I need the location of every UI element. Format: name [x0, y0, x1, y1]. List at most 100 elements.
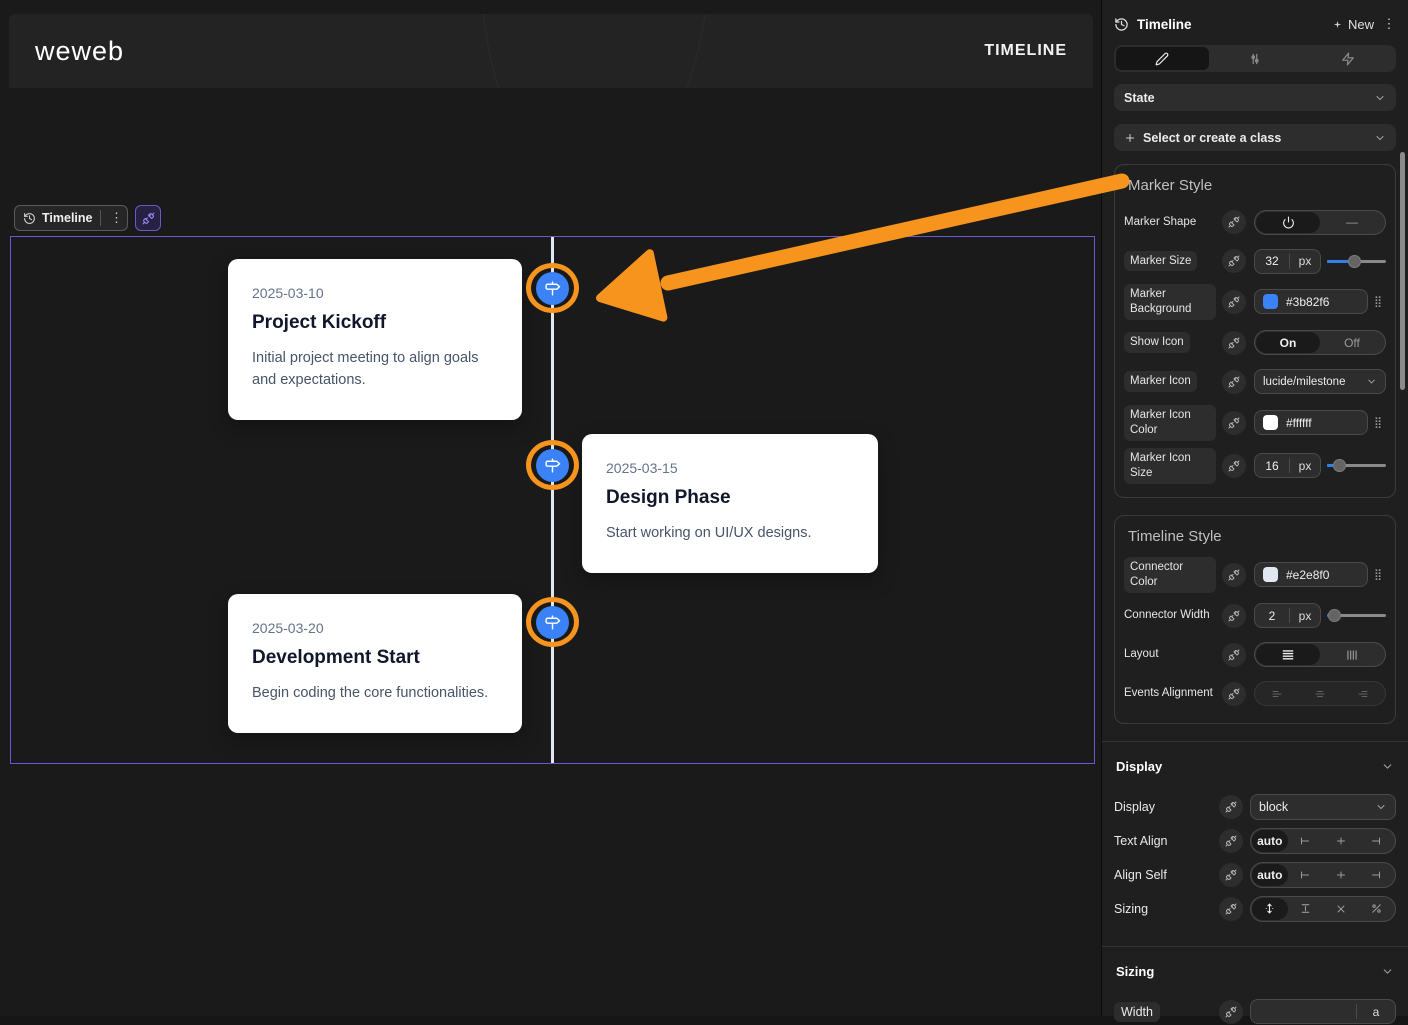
shape-line-option: —: [1346, 215, 1358, 229]
align-left-option: [1256, 683, 1299, 704]
page-title: TIMELINE: [984, 42, 1067, 59]
class-select[interactable]: Select or create a class: [1114, 124, 1396, 151]
weweb-logo: weweb: [35, 35, 125, 66]
bind-button[interactable]: [1222, 603, 1246, 628]
plus-icon: [1124, 132, 1136, 144]
bind-button[interactable]: [1222, 289, 1246, 314]
new-state-button[interactable]: New: [1332, 17, 1374, 32]
panel-scrollbar[interactable]: [1400, 152, 1405, 390]
timeline-connector-line: [551, 237, 554, 763]
align-self-center: [1323, 864, 1359, 886]
marker-shape-toggle[interactable]: —: [1254, 209, 1386, 235]
bind-button[interactable]: [1222, 369, 1246, 394]
text-align-toggle[interactable]: auto: [1250, 827, 1396, 854]
marker-style-heading: Marker Style: [1128, 177, 1213, 194]
event-date: 2025-03-10: [252, 285, 324, 301]
show-icon-off: Off: [1344, 335, 1360, 350]
layout-toggle[interactable]: [1254, 642, 1386, 667]
text-align-right: [1359, 830, 1395, 852]
marker-background-color[interactable]: #3b82f6: [1254, 289, 1368, 315]
history-icon: [23, 212, 36, 225]
bind-button[interactable]: [1219, 862, 1243, 887]
selected-element-label: Timeline: [42, 211, 93, 225]
drag-handle-icon[interactable]: ⣿: [1374, 569, 1382, 582]
shape-circle-option: [1256, 211, 1320, 233]
bind-button[interactable]: [1219, 896, 1243, 921]
bind-button[interactable]: [1219, 828, 1243, 853]
timeline-style-group: Timeline Style Connector Color #e2e8f0 ⣿…: [1114, 514, 1396, 724]
align-right-option: [1341, 683, 1384, 704]
show-icon-on: On: [1256, 332, 1320, 354]
sizing-auto-option: [1252, 897, 1288, 920]
marker-size-slider[interactable]: [1327, 254, 1386, 268]
marker-icon-dropdown[interactable]: lucide/milestone: [1254, 369, 1386, 395]
drag-handle-icon[interactable]: ⣿: [1374, 296, 1382, 309]
connector-color-row: Connector Color #e2e8f0 ⣿: [1124, 556, 1386, 593]
annotation-ring: [526, 440, 579, 490]
align-self-toggle[interactable]: auto: [1250, 861, 1396, 888]
sparkle-icon: [1332, 19, 1343, 30]
bind-button[interactable]: [1219, 999, 1243, 1024]
sizing-row: Sizing: [1114, 895, 1396, 922]
bind-button[interactable]: [1222, 330, 1246, 355]
display-section-header[interactable]: Display: [1116, 759, 1394, 774]
layout-vertical-option: [1256, 644, 1320, 665]
bind-button[interactable]: [1222, 681, 1246, 706]
text-align-center: [1323, 830, 1359, 852]
sizing-section-header[interactable]: Sizing: [1116, 964, 1394, 979]
selected-element-badge[interactable]: Timeline ⋮: [14, 205, 129, 231]
text-align-row: Text Align auto: [1114, 827, 1396, 854]
state-select[interactable]: State: [1114, 84, 1396, 111]
display-dropdown[interactable]: block: [1250, 793, 1396, 820]
site-header: weweb TIMELINE: [9, 14, 1093, 88]
marker-style-group: Marker Style Marker Shape — Marker Size …: [1114, 164, 1396, 498]
connector-color[interactable]: #e2e8f0: [1254, 562, 1368, 588]
events-alignment-toggle[interactable]: [1254, 681, 1386, 706]
tab-style[interactable]: [1116, 47, 1209, 70]
bind-button[interactable]: [1222, 410, 1246, 435]
tab-actions[interactable]: [1301, 47, 1394, 70]
event-title: Development Start: [252, 647, 420, 668]
sizing-toggle[interactable]: [1250, 895, 1396, 922]
panel-header: Timeline New ⋮: [1114, 12, 1396, 36]
marker-icon-size-slider[interactable]: [1327, 459, 1386, 473]
drag-handle-icon[interactable]: ⣿: [1374, 417, 1382, 430]
event-description: Start working on UI/UX designs.: [606, 525, 812, 541]
layout-horizontal-option: [1320, 644, 1384, 665]
bind-element-button[interactable]: [135, 205, 162, 231]
sizing-percent-option: [1359, 898, 1395, 920]
panel-kebab-icon[interactable]: ⋮: [1382, 16, 1396, 31]
panel-tabs: [1114, 45, 1396, 72]
bind-button[interactable]: [1219, 794, 1243, 819]
layout-row: Layout: [1124, 639, 1386, 671]
selection-toolbar: Timeline ⋮: [14, 205, 162, 231]
marker-icon-color[interactable]: #ffffff: [1254, 410, 1368, 436]
show-icon-toggle[interactable]: On Off: [1254, 330, 1386, 356]
chevron-down-icon: [1374, 132, 1386, 144]
event-title: Project Kickoff: [252, 312, 387, 333]
marker-shape-row: Marker Shape —: [1124, 206, 1386, 238]
properties-panel: Timeline New ⋮ State Select or create a …: [1101, 0, 1408, 1024]
chevron-down-icon: [1375, 801, 1387, 813]
tab-settings[interactable]: [1209, 47, 1302, 70]
timeline-style-heading: Timeline Style: [1128, 527, 1222, 545]
bind-button[interactable]: [1222, 642, 1246, 667]
kebab-menu-icon[interactable]: ⋮: [109, 210, 123, 225]
chevron-down-icon: [1366, 376, 1377, 387]
width-input[interactable]: a: [1250, 999, 1396, 1024]
bind-button[interactable]: [1222, 249, 1246, 273]
bind-button[interactable]: [1222, 453, 1246, 478]
bind-button[interactable]: [1222, 210, 1246, 234]
marker-icon-row: Marker Icon lucide/milestone: [1124, 366, 1386, 398]
connector-width-slider[interactable]: [1327, 609, 1386, 623]
bind-button[interactable]: [1222, 562, 1246, 587]
color-swatch: [1263, 294, 1278, 310]
